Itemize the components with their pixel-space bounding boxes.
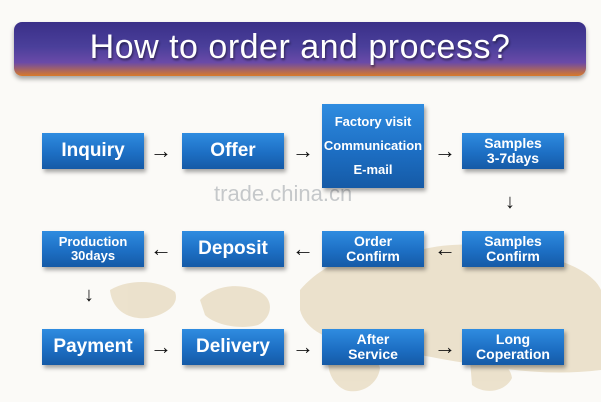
step-after-service-line-2: Service bbox=[348, 346, 398, 362]
arrow-left-icon: ← bbox=[292, 236, 314, 261]
step-order-confirm: Order Confirm bbox=[322, 231, 424, 267]
step-order-confirm-line-1: Order bbox=[353, 232, 393, 249]
step-payment: Payment bbox=[42, 329, 144, 365]
step-samples-confirm: Samples Confirm bbox=[462, 231, 564, 267]
step-deposit: Deposit bbox=[182, 231, 284, 267]
step-samples: Samples 3-7days bbox=[462, 133, 564, 169]
step-order-confirm-line-2: Confirm bbox=[346, 248, 400, 264]
step-long-cooperation-line-1: Long bbox=[495, 330, 531, 347]
step-offer: Offer bbox=[182, 133, 284, 169]
step-factory-line-1: Factory visit bbox=[334, 113, 412, 129]
arrow-down-icon: ↓ bbox=[84, 284, 94, 306]
step-factory-line-2: Communication bbox=[323, 137, 423, 153]
arrow-right-icon: → bbox=[434, 138, 456, 163]
step-after-service: After Service bbox=[322, 329, 424, 365]
step-long-cooperation-line-2: Coperation bbox=[476, 346, 550, 362]
step-delivery: Delivery bbox=[182, 329, 284, 365]
step-production-line-1: Production bbox=[58, 233, 128, 249]
arrow-down-icon: ↓ bbox=[505, 191, 515, 213]
step-production: Production 30days bbox=[42, 231, 144, 267]
step-samples-line-2: 3-7days bbox=[486, 150, 540, 166]
arrow-right-icon: → bbox=[292, 138, 314, 163]
step-payment-label: Payment bbox=[53, 335, 133, 357]
step-deposit-label: Deposit bbox=[198, 237, 268, 259]
step-offer-label: Offer bbox=[210, 139, 256, 161]
step-samples-confirm-line-2: Confirm bbox=[486, 248, 540, 264]
step-after-service-line-1: After bbox=[356, 330, 390, 347]
step-factory-visit: Factory visit Communication E-mail bbox=[322, 104, 424, 188]
title-banner: How to order and process? bbox=[14, 22, 586, 76]
arrow-right-icon: → bbox=[150, 334, 172, 359]
page-title: How to order and process? bbox=[89, 28, 511, 66]
arrow-right-icon: → bbox=[292, 334, 314, 359]
arrow-right-icon: → bbox=[150, 138, 172, 163]
step-samples-confirm-line-1: Samples bbox=[484, 232, 542, 249]
step-long-cooperation: Long Coperation bbox=[462, 329, 564, 365]
step-factory-line-3: E-mail bbox=[353, 162, 393, 178]
step-delivery-label: Delivery bbox=[196, 335, 270, 357]
step-inquiry-label: Inquiry bbox=[61, 139, 125, 161]
arrow-left-icon: ← bbox=[434, 236, 456, 261]
arrow-left-icon: ← bbox=[150, 236, 172, 261]
step-inquiry: Inquiry bbox=[42, 133, 144, 169]
arrow-right-icon: → bbox=[434, 334, 456, 359]
step-samples-line-1: Samples bbox=[484, 134, 542, 151]
step-production-line-2: 30days bbox=[70, 248, 116, 263]
